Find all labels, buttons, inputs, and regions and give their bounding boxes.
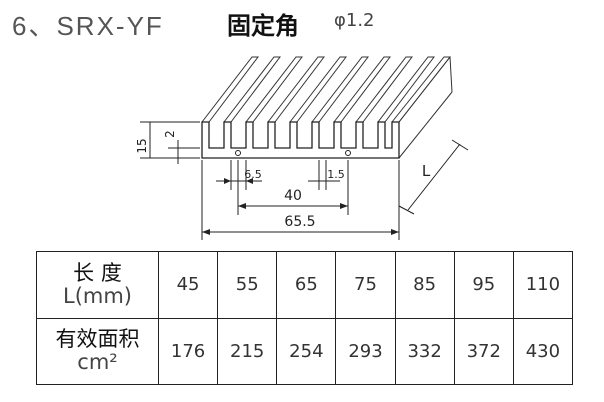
dim-length: L — [422, 162, 431, 180]
area-row: 有效面积 cm² 176 215 254 293 332 372 430 — [36, 317, 574, 385]
length-cell: 65 — [276, 251, 337, 319]
area-cell: 215 — [217, 317, 278, 385]
diameter-spec: φ1.2 — [334, 10, 375, 31]
length-header: 长 度 L(mm) — [36, 251, 159, 319]
front-profile — [201, 121, 400, 159]
length-cell: 110 — [512, 251, 574, 319]
area-cell: 372 — [453, 317, 514, 385]
length-cell: 45 — [157, 251, 219, 319]
length-row: 长 度 L(mm) 45 55 65 75 85 95 110 — [36, 251, 574, 319]
area-header-zh: 有效面积 — [55, 327, 140, 352]
heatsink-drawing: 15 2 6.5 1.5 40 65.5 L — [135, 56, 469, 240]
area-cell: 254 — [276, 317, 337, 385]
area-header-unit: cm² — [77, 350, 118, 375]
fin-notches — [235, 150, 351, 156]
spec-table: 长 度 L(mm) 45 55 65 75 85 95 110 有效面积 cm²… — [36, 251, 574, 385]
dim-fin-thickness: 1.5 — [327, 168, 345, 181]
model-name: 6、SRX-YF — [12, 11, 164, 41]
length-header-zh: 长 度 — [73, 260, 122, 285]
length-cell: 95 — [453, 251, 514, 319]
height-dimension — [140, 121, 200, 164]
length-cell: 85 — [394, 251, 455, 319]
dimension-arrows — [202, 178, 399, 235]
area-cell: 332 — [394, 317, 455, 385]
fin-perspective-lines — [201, 56, 453, 159]
area-cell: 430 — [512, 317, 574, 385]
dim-base-thickness: 2 — [163, 130, 177, 138]
dim-fin-gap: 6.5 — [244, 168, 262, 181]
dim-total-width: 65.5 — [284, 214, 315, 230]
length-cell: 75 — [335, 251, 396, 319]
length-header-unit: L(mm) — [63, 283, 132, 308]
area-header: 有效面积 cm² — [36, 317, 159, 385]
dim-inner-width: 40 — [284, 188, 302, 204]
fixing-description: 固定角 — [227, 12, 299, 40]
area-cell: 176 — [157, 317, 219, 385]
length-cell: 55 — [217, 251, 278, 319]
area-cell: 293 — [335, 317, 396, 385]
dim-height-total: 15 — [135, 138, 149, 153]
width-dimensions — [201, 139, 469, 240]
